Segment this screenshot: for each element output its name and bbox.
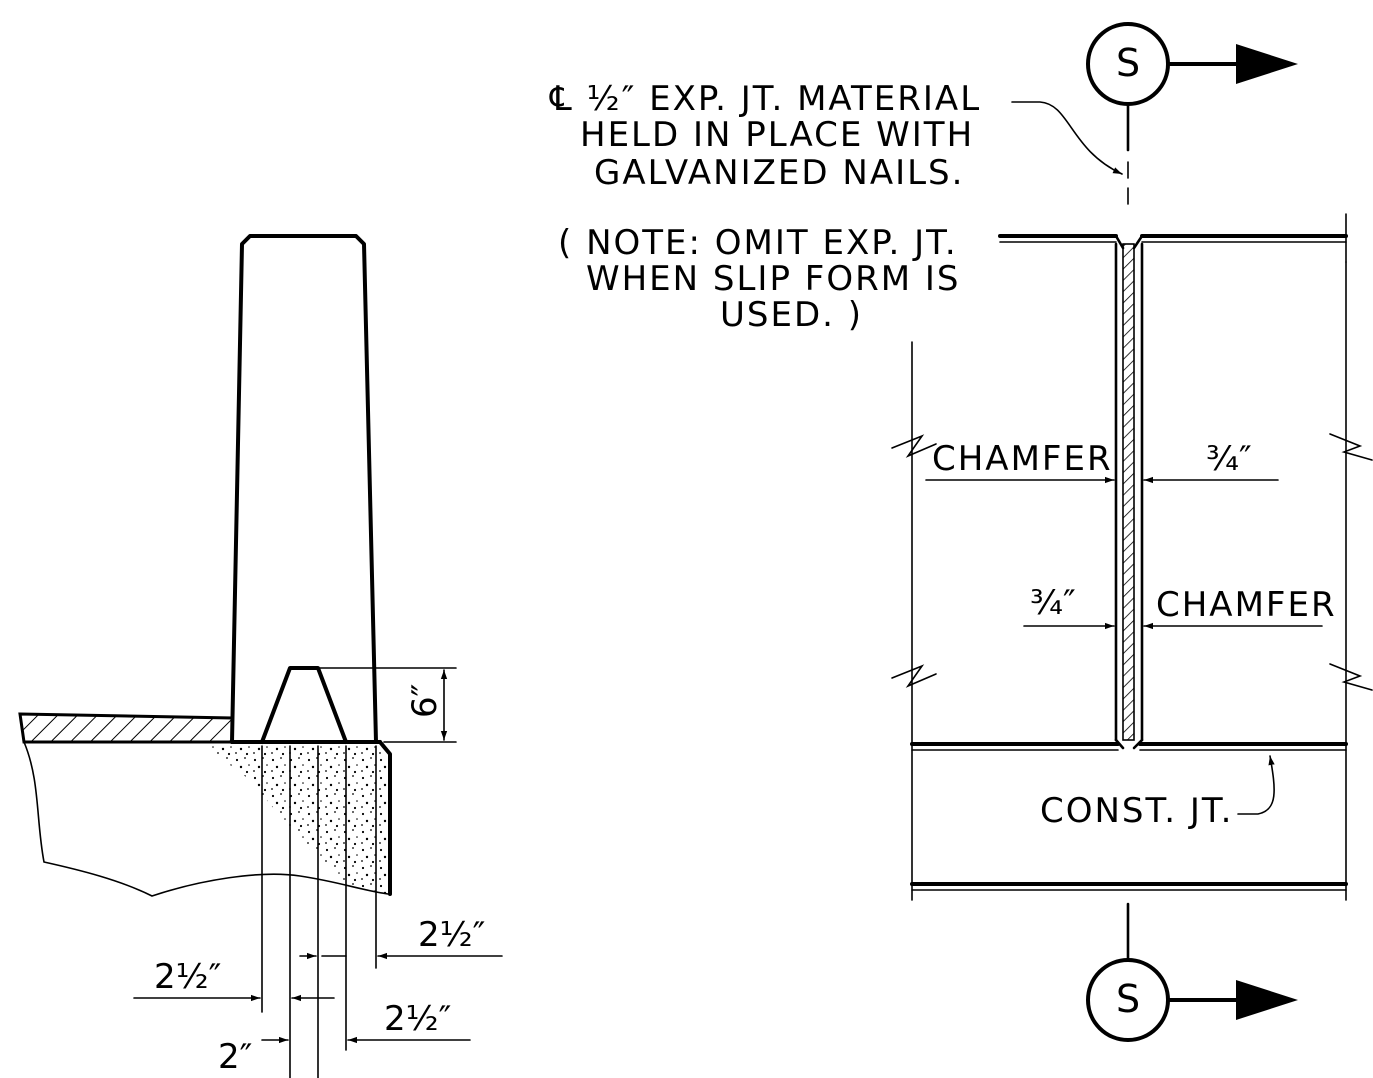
chamfer-label-upper: CHAMFER: [932, 439, 1113, 479]
curb-body: [230, 234, 378, 744]
note-material-line3: GALVANIZED NAILS.: [594, 153, 964, 193]
pavement-slab: [18, 712, 234, 744]
chamfer-dimension-upper: ¾″: [1206, 439, 1252, 479]
material-leader: [1011, 101, 1123, 175]
const-jt-leader: [1237, 755, 1275, 815]
curb-back-face: [378, 740, 392, 896]
dimension-bottom-2: 2″: [218, 1037, 252, 1077]
curb-section: 6″ 2½″ 2½″ 2½″ 2″: [18, 234, 503, 1078]
note-material-line2: HELD IN PLACE WITH: [580, 115, 974, 155]
note-slipform-line3: USED. ): [720, 295, 863, 335]
chamfer-label-lower: CHAMFER: [1156, 585, 1337, 625]
dimension-right-mid-2-5: 2½″: [384, 999, 451, 1039]
plan-view: S S C: [891, 22, 1373, 1042]
const-jt-label: CONST. JT.: [1040, 791, 1233, 831]
note-slipform-line1: ( NOTE: OMIT EXP. JT.: [558, 223, 958, 263]
concrete-fill: [202, 744, 390, 894]
expansion-joint-material: [1122, 243, 1135, 741]
base-break-line: [23, 741, 389, 897]
keyway: [260, 666, 348, 744]
notes-block: ℄ ½″ EXP. JT. MATERIAL HELD IN PLACE WIT…: [549, 79, 1123, 335]
section-label-bottom: S: [1116, 977, 1140, 1021]
dimension-right-top-2-5: 2½″: [418, 915, 485, 955]
note-material-line1: ℄ ½″ EXP. JT. MATERIAL: [549, 79, 981, 119]
dimension-left-2-5: 2½″: [154, 957, 221, 997]
height-dimension-6: 6″: [405, 684, 445, 718]
note-slipform-line2: WHEN SLIP FORM IS: [586, 259, 960, 299]
section-label-top: S: [1116, 41, 1140, 85]
chamfer-dimension-lower: ¾″: [1030, 583, 1076, 623]
